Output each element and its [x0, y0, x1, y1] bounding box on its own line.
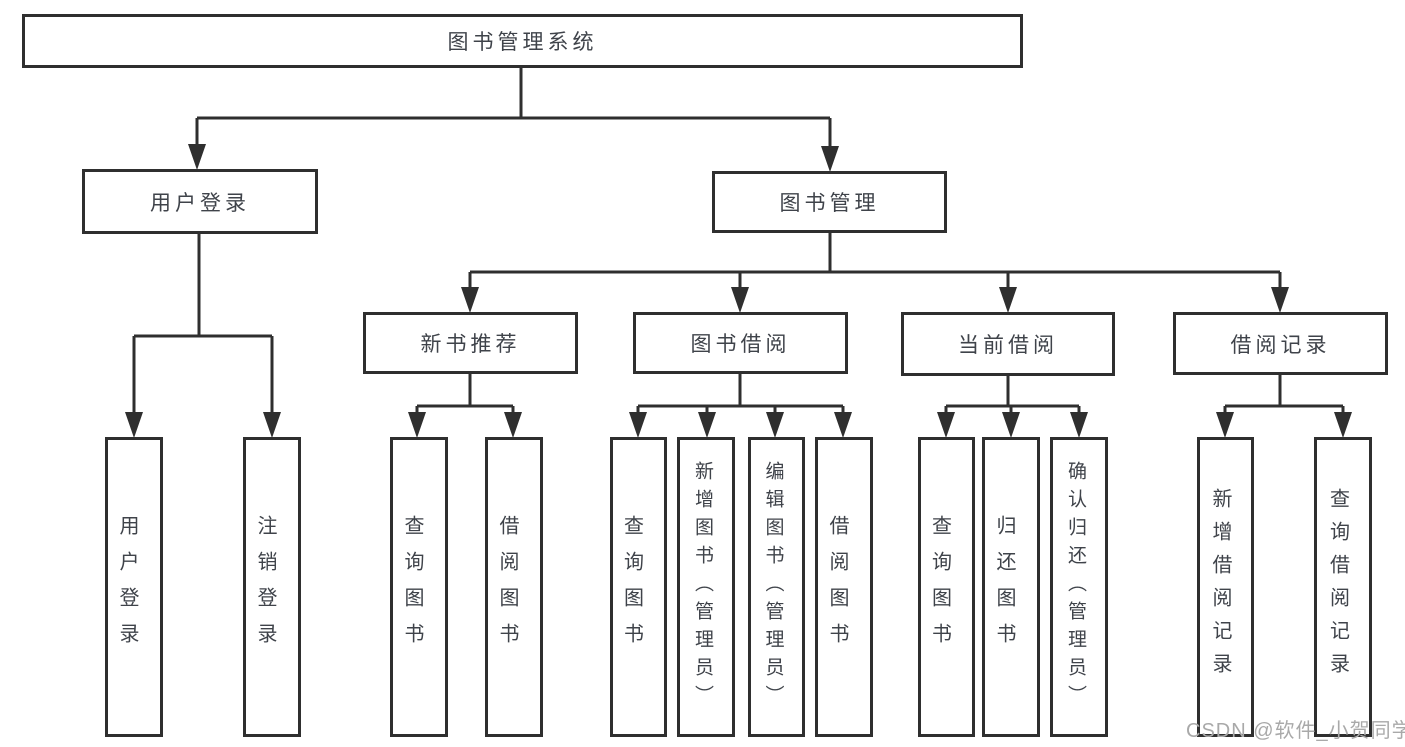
- arrowheads: [125, 144, 1352, 438]
- csdn-watermark: CSDN @软件_小贺同学: [1186, 720, 1405, 742]
- node-new-book-recommend: 新书推荐: [363, 312, 578, 374]
- node-root-library-management-system: 图书管理系统: [22, 14, 1023, 68]
- leaf-current-return-books: 归还图书: [982, 437, 1040, 737]
- leaf-user-login: 用户登录: [105, 437, 163, 737]
- leaf-current-query-books: 查询图书: [918, 437, 975, 737]
- node-book-borrowing: 图书借阅: [633, 312, 848, 374]
- leaf-records-add-borrow-record: 新增借阅记录: [1197, 437, 1254, 737]
- leaf-borrowing-borrow-books: 借阅图书: [815, 437, 873, 737]
- leaf-recommend-borrow-books: 借阅图书: [485, 437, 543, 737]
- node-user-login: 用户登录: [82, 169, 318, 234]
- node-book-management: 图书管理: [712, 171, 947, 233]
- leaf-logout: 注销登录: [243, 437, 301, 737]
- leaf-records-query-borrow-record: 查询借阅记录: [1314, 437, 1372, 737]
- tree-edges: [132, 68, 1345, 416]
- node-current-borrowing: 当前借阅: [901, 312, 1115, 376]
- leaf-borrowing-add-books-admin: 新增图书（管理员）: [677, 437, 735, 737]
- leaf-recommend-query-books: 查询图书: [390, 437, 448, 737]
- leaf-current-confirm-return-admin: 确认归还（管理员）: [1050, 437, 1108, 737]
- leaf-borrowing-edit-books-admin: 编辑图书（管理员）: [748, 437, 805, 737]
- node-borrowing-records: 借阅记录: [1173, 312, 1388, 375]
- leaf-borrowing-query-books: 查询图书: [610, 437, 667, 737]
